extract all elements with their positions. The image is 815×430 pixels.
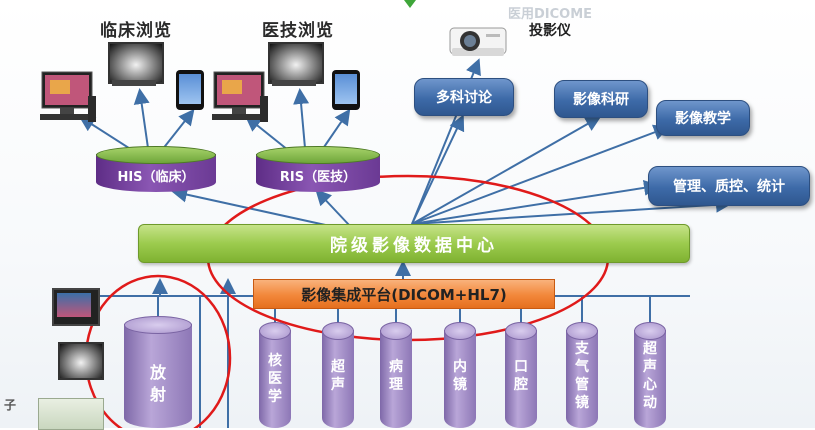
xray-viewer-stand bbox=[112, 80, 156, 86]
department-label: 支气管镜 bbox=[575, 341, 589, 411]
arrow-center-to-right bbox=[411, 196, 732, 225]
arrow-ris-to-pc bbox=[244, 115, 289, 151]
projector-label-line2: 投影仪 bbox=[529, 23, 572, 39]
department-cylinder-stomatology: 口腔 bbox=[505, 322, 537, 428]
left-partial-label: 子 bbox=[4, 398, 17, 412]
his-label: HIS（临床） bbox=[117, 170, 195, 185]
left-device-icon bbox=[38, 398, 104, 430]
department-label: 核医学 bbox=[268, 353, 282, 405]
xray-viewer-icon bbox=[108, 42, 164, 84]
department-label: 病理 bbox=[389, 359, 403, 393]
app-imaging-teaching: 影像教学 bbox=[656, 100, 750, 136]
arrow-center-to-multidisc bbox=[411, 114, 465, 225]
left-monitor-icon bbox=[52, 288, 100, 326]
desktop-pc-icon bbox=[36, 66, 96, 126]
arrow-center-to-research bbox=[411, 116, 602, 225]
clinical-browse-title: 临床浏览 bbox=[100, 21, 172, 41]
top-accent-mark bbox=[404, 0, 416, 8]
department-cylinder-endoscopy: 内镜 bbox=[444, 322, 476, 428]
his-database-cylinder: HIS（临床） bbox=[96, 146, 216, 192]
department-label: 口腔 bbox=[514, 359, 528, 393]
department-cylinder-pathology: 病理 bbox=[380, 322, 412, 428]
left-xray-viewer-icon bbox=[58, 342, 104, 380]
arrow-ris-to-tablet bbox=[321, 108, 351, 151]
department-cylinder-bronchoscopy: 支气管镜 bbox=[566, 322, 598, 428]
department-cylinder-echocardiography: 超声心动 bbox=[634, 322, 666, 428]
radiology-label: 放射 bbox=[149, 363, 166, 404]
tech-xray-viewer-icon bbox=[268, 42, 324, 84]
department-label: 内镜 bbox=[453, 359, 467, 393]
app-multidisciplinary: 多科讨论 bbox=[414, 78, 514, 116]
arrow-his-to-tablet bbox=[161, 108, 195, 151]
arrow-center-to-teaching bbox=[411, 124, 670, 225]
projector-label: 医用DICOME 投影仪 bbox=[508, 6, 592, 40]
tech-tablet-icon bbox=[332, 70, 360, 110]
department-label: 超声 bbox=[331, 359, 345, 393]
arrow-his-to-pc bbox=[78, 115, 133, 151]
department-label: 超声心动 bbox=[643, 341, 657, 411]
tech-xray-viewer-stand bbox=[272, 80, 316, 86]
department-cylinder-ultrasound: 超声 bbox=[322, 322, 354, 428]
arrow-ris-to-viewer bbox=[293, 88, 310, 149]
ris-database-cylinder: RIS（医技） bbox=[256, 146, 380, 192]
projector-label-line1: 医用DICOME bbox=[508, 7, 593, 22]
radiology-cylinder: 放射 bbox=[124, 316, 192, 428]
arrow-his-to-viewer bbox=[133, 88, 150, 149]
arrow-center-to-ris bbox=[315, 189, 351, 227]
projector-icon bbox=[448, 22, 510, 60]
arrow-center-to-stats bbox=[411, 179, 660, 225]
imaging-integration-platform: 影像集成平台(DICOM+HL7) bbox=[253, 279, 555, 309]
tech-browse-title: 医技浏览 bbox=[262, 21, 334, 41]
tech-desktop-pc-icon bbox=[208, 66, 268, 126]
hospital-imaging-data-center: 院级影像数据中心 bbox=[138, 224, 690, 263]
department-cylinder-nuclear: 核医学 bbox=[259, 322, 291, 428]
app-management-stats: 管理、质控、统计 bbox=[648, 166, 810, 206]
tablet-icon bbox=[176, 70, 204, 110]
ris-label: RIS（医技） bbox=[279, 170, 357, 185]
arrow-center-to-his bbox=[171, 186, 331, 227]
app-imaging-research: 影像科研 bbox=[554, 80, 648, 118]
